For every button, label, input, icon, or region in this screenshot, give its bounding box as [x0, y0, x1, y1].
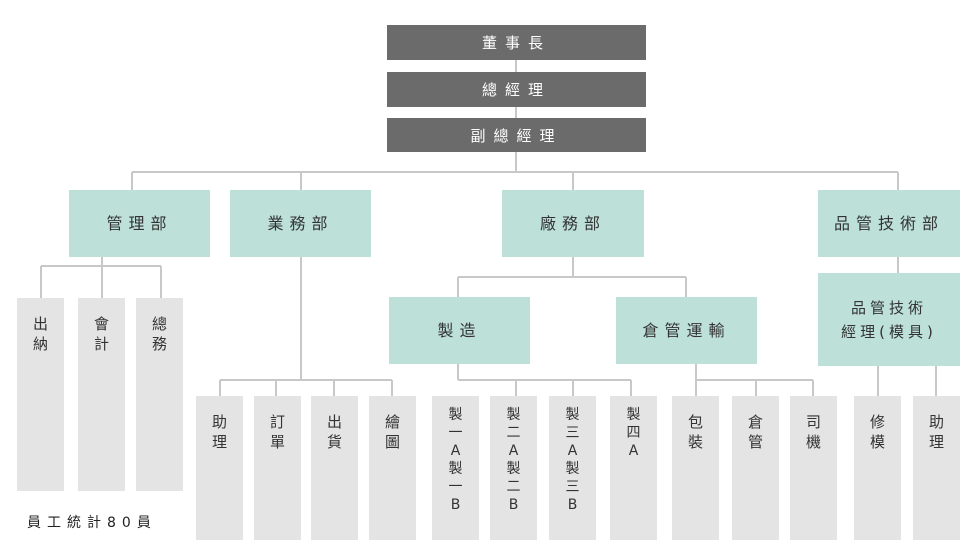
chairman-box: 董事長 [387, 25, 646, 60]
unit-line-2: 製二A製二B [490, 396, 537, 540]
management-dept-box: 管理部 [69, 190, 210, 257]
unit-sales-assistant: 助理 [196, 396, 243, 540]
sales-dept-box: 業務部 [230, 190, 371, 257]
unit-label: 倉管 [747, 413, 763, 451]
unit-label: 出貨 [326, 413, 342, 451]
factory-dept-box: 廠務部 [502, 190, 644, 257]
unit-drawing: 繪圖 [369, 396, 416, 540]
unit-label: 包裝 [687, 413, 703, 451]
general-manager-label: 總經理 [481, 81, 551, 99]
unit-line-1: 製一A製一B [432, 396, 479, 540]
unit-line-3: 製三A製三B [549, 396, 596, 540]
unit-orders: 訂單 [254, 396, 301, 540]
management-dept-label: 管理部 [106, 213, 173, 233]
unit-label: 會計 [93, 315, 109, 353]
unit-mold-repair: 修模 [854, 396, 901, 540]
unit-label: 繪圖 [384, 413, 400, 451]
qa-tech-dept-box: 品管技術部 [818, 190, 960, 257]
deputy-general-manager-label: 副總經理 [470, 126, 563, 145]
unit-label: 修模 [869, 413, 885, 451]
qa-tech-manager-label-line2: 經理(模具) [841, 322, 937, 341]
unit-label: 製一A製一B [448, 407, 463, 513]
qa-tech-dept-label: 品管技術部 [833, 213, 944, 233]
manufacturing-box: 製造 [389, 297, 530, 364]
unit-shipping: 出貨 [311, 396, 358, 540]
unit-label: 助理 [211, 413, 227, 451]
unit-accounting: 會計 [78, 298, 125, 491]
unit-cashier: 出納 [17, 298, 64, 491]
unit-label: 製三A製三B [565, 407, 580, 513]
unit-qa-assistant: 助理 [913, 396, 960, 540]
warehouse-transport-label: 倉管運輸 [642, 320, 731, 340]
unit-warehouse: 倉管 [732, 396, 779, 540]
unit-line-4: 製四A [610, 396, 657, 540]
unit-general-affairs: 總務 [136, 298, 183, 491]
chairman-label: 董事長 [481, 34, 551, 52]
unit-label: 司機 [805, 413, 821, 451]
unit-packaging: 包裝 [672, 396, 719, 540]
unit-label: 出納 [32, 315, 48, 353]
employee-total: 員工統計80員 [27, 515, 157, 531]
sales-dept-label: 業務部 [267, 213, 334, 233]
unit-label: 製二A製二B [506, 407, 521, 513]
unit-label: 助理 [928, 413, 944, 451]
qa-tech-manager-box: 品管技術 經理(模具) [818, 273, 960, 366]
general-manager-box: 總經理 [387, 72, 646, 107]
warehouse-transport-box: 倉管運輸 [616, 297, 757, 364]
factory-dept-label: 廠務部 [539, 213, 606, 233]
unit-label: 製四A [626, 407, 641, 459]
unit-driver: 司機 [790, 396, 837, 540]
manufacturing-label: 製造 [437, 320, 482, 340]
unit-label: 訂單 [269, 413, 285, 451]
deputy-general-manager-box: 副總經理 [387, 118, 646, 152]
qa-tech-manager-label-line1: 品管技術 [850, 298, 927, 317]
unit-label: 總務 [151, 315, 167, 353]
